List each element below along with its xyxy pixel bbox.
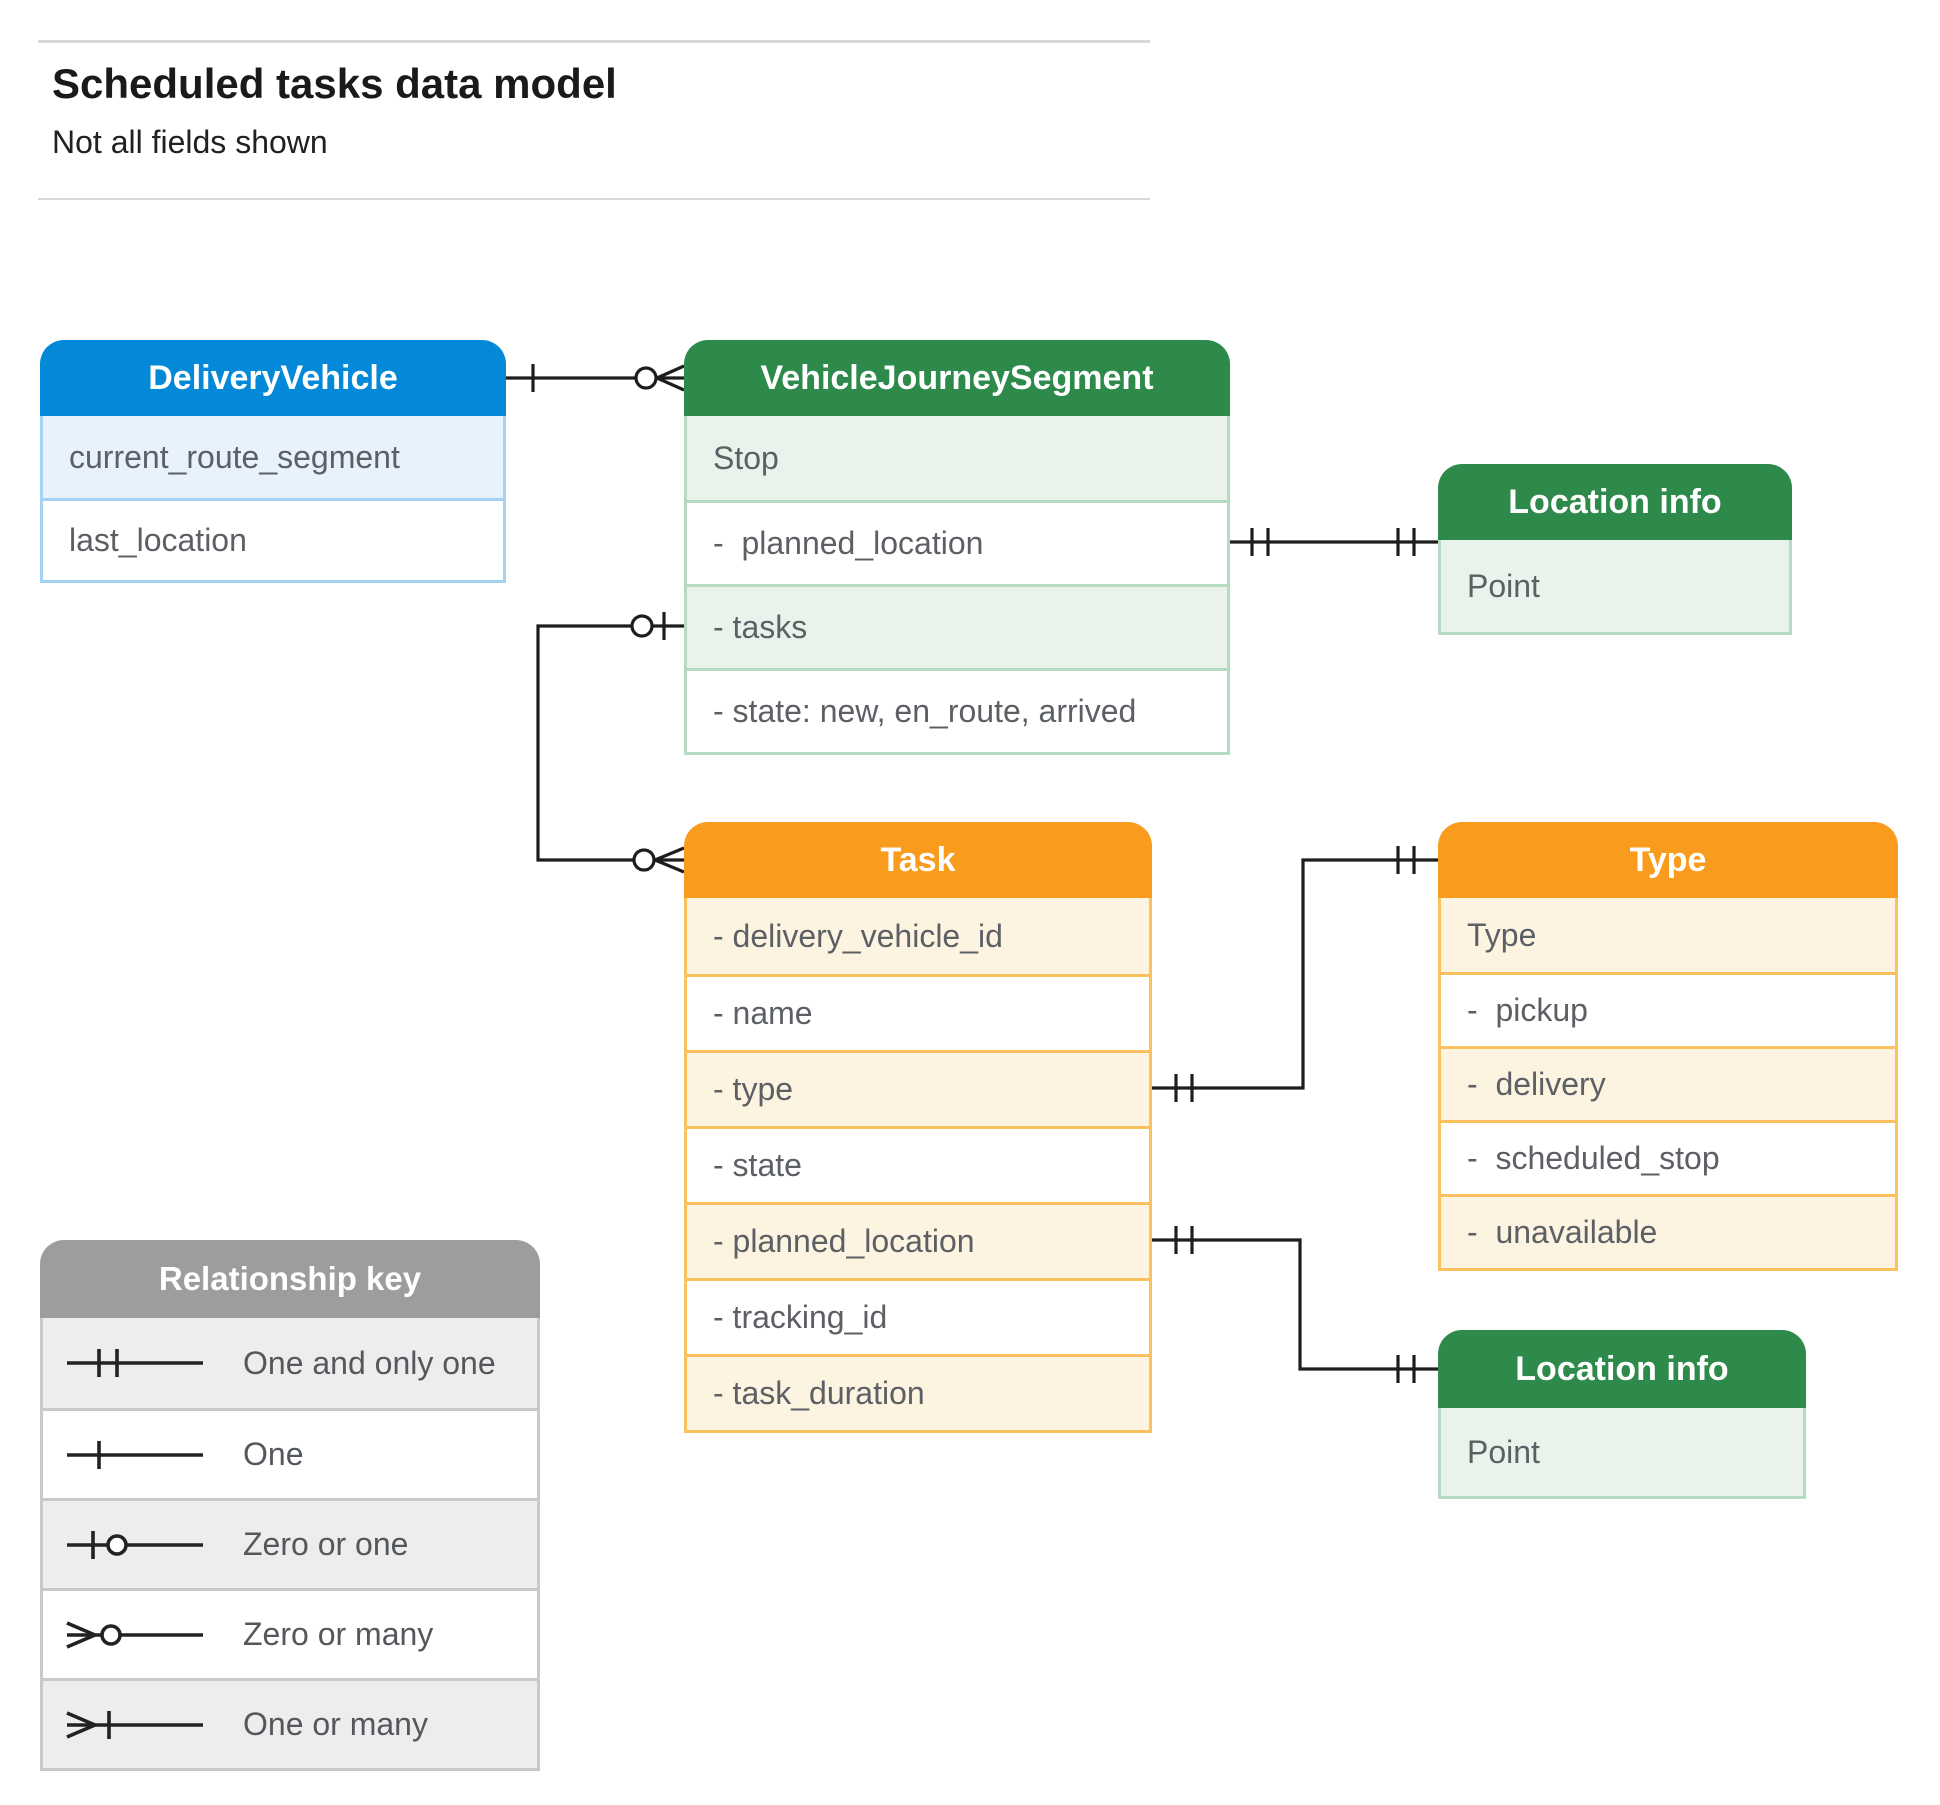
- field-row: Point: [1441, 1408, 1803, 1496]
- field-row: - task_duration: [687, 1354, 1149, 1430]
- entity-vehiclejourneysegment-rows: Stop - planned_location - tasks - state:…: [684, 416, 1230, 755]
- rel-task-type: [1152, 846, 1438, 1102]
- legend-item: One and only one: [43, 1318, 537, 1408]
- rel-task-locationinfo: [1152, 1226, 1438, 1383]
- field-row: Point: [1441, 540, 1789, 632]
- legend-title: Relationship key: [158, 1260, 422, 1297]
- field-row: - state: new, en_route, arrived: [687, 668, 1227, 752]
- legend-item-label: One: [243, 1436, 304, 1472]
- field-row: current_route_segment: [43, 416, 503, 498]
- field-row: - state: [687, 1126, 1149, 1202]
- legend-rows: One and only one One Zero or one Zero or…: [40, 1318, 540, 1771]
- field-row: - pickup: [1441, 972, 1895, 1046]
- page-title: Scheduled tasks data model: [52, 60, 617, 107]
- entity-locationinfo-bottom-rows: Point: [1438, 1408, 1806, 1499]
- field-row: - tasks: [687, 584, 1227, 668]
- entity-title: Location info: [1508, 482, 1722, 521]
- entity-title: DeliveryVehicle: [148, 358, 398, 397]
- entity-title: VehicleJourneySegment: [760, 358, 1154, 397]
- entity-task-header: Task: [684, 822, 1152, 898]
- legend-header: Relationship key: [40, 1240, 540, 1318]
- legend-item: One or many: [43, 1678, 537, 1768]
- entity-type: Type Type - pickup - delivery - schedule…: [1438, 822, 1898, 1271]
- field-row: - scheduled_stop: [1441, 1120, 1895, 1194]
- entity-title: Location info: [1515, 1349, 1729, 1388]
- entity-locationinfo-top-header: Location info: [1438, 464, 1792, 540]
- one-icon: [67, 1440, 203, 1469]
- rel-journeysegment-tasks-task: [536, 612, 685, 874]
- field-row: Stop: [687, 416, 1227, 500]
- rel-journeysegment-locationinfo: [1230, 528, 1438, 556]
- field-row: Type: [1441, 898, 1895, 972]
- legend: Relationship key One and only one One Ze…: [40, 1240, 540, 1771]
- legend-item-label: Zero or one: [243, 1526, 409, 1562]
- legend-item: Zero or one: [43, 1498, 537, 1588]
- entity-type-rows: Type - pickup - delivery - scheduled_sto…: [1438, 898, 1898, 1271]
- legend-item-label: One and only one: [243, 1344, 496, 1381]
- entity-locationinfo-bottom: Location info Point: [1438, 1330, 1806, 1499]
- field-row: - name: [687, 974, 1149, 1050]
- field-row: - type: [687, 1050, 1149, 1126]
- entity-locationinfo-top: Location info Point: [1438, 464, 1792, 635]
- field-row: - delivery: [1441, 1046, 1895, 1120]
- entity-deliveryvehicle-rows: current_route_segment last_location: [40, 416, 506, 583]
- page-subtitle: Not all fields shown: [52, 124, 328, 160]
- field-row: last_location: [43, 498, 503, 580]
- field-row: - delivery_vehicle_id: [687, 898, 1149, 974]
- entity-title: Type: [1629, 840, 1707, 879]
- entity-task-rows: - delivery_vehicle_id - name - type - st…: [684, 898, 1152, 1433]
- one-and-only-one-icon: [67, 1349, 203, 1377]
- zero-or-one-icon: [67, 1530, 203, 1559]
- zero-or-many-icon: [66, 1620, 203, 1649]
- entity-locationinfo-top-rows: Point: [1438, 540, 1792, 635]
- field-row: - planned_location: [687, 1202, 1149, 1278]
- divider-subtitle: [38, 198, 1150, 200]
- entity-vehiclejourneysegment: VehicleJourneySegment Stop - planned_loc…: [684, 340, 1230, 755]
- divider-top: [38, 40, 1150, 43]
- legend-item-label: Zero or many: [243, 1616, 434, 1652]
- legend-item-label: One or many: [243, 1706, 428, 1742]
- entity-vehiclejourneysegment-header: VehicleJourneySegment: [684, 340, 1230, 416]
- legend-item: Zero or many: [43, 1588, 537, 1678]
- entity-deliveryvehicle-header: DeliveryVehicle: [40, 340, 506, 416]
- entity-type-header: Type: [1438, 822, 1898, 898]
- entity-locationinfo-bottom-header: Location info: [1438, 1330, 1806, 1408]
- field-row: - unavailable: [1441, 1194, 1895, 1268]
- field-row: - planned_location: [687, 500, 1227, 584]
- entity-task: Task - delivery_vehicle_id - name - type…: [684, 822, 1152, 1433]
- one-or-many-icon: [66, 1710, 203, 1739]
- legend-item: One: [43, 1408, 537, 1498]
- entity-title: Task: [880, 840, 956, 879]
- entity-deliveryvehicle: DeliveryVehicle current_route_segment la…: [40, 340, 506, 583]
- field-row: - tracking_id: [687, 1278, 1149, 1354]
- rel-deliveryvehicle-journeysegment: [506, 364, 685, 392]
